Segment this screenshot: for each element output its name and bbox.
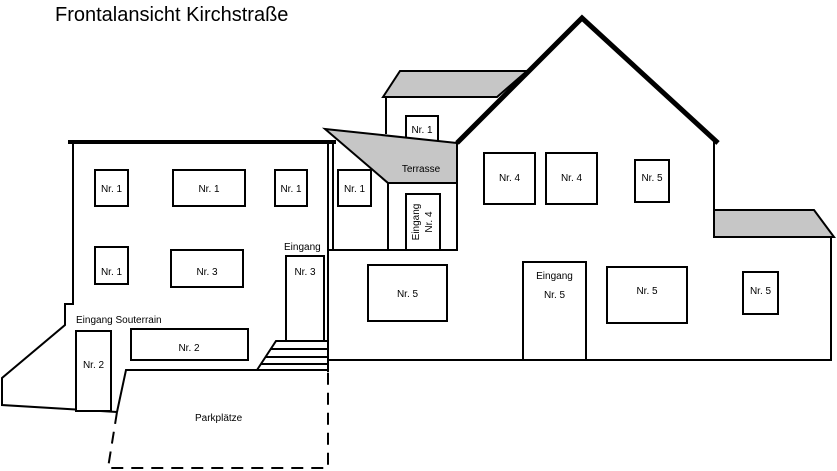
svg-text:Nr. 3: Nr. 3	[196, 267, 218, 278]
souterrain-entrance-label: Eingang Souterrain	[76, 315, 162, 326]
svg-text:Nr. 1: Nr. 1	[101, 267, 123, 278]
svg-text:Nr. 5: Nr. 5	[544, 290, 566, 301]
svg-text:Nr. 1: Nr. 1	[101, 184, 123, 195]
svg-text:Nr. 1: Nr. 1	[344, 184, 366, 195]
svg-text:Nr. 3: Nr. 3	[294, 267, 316, 278]
door-nr2: Nr. 2	[75, 330, 112, 412]
window-nr5-d: Nr. 5	[742, 271, 779, 315]
svg-text:Nr. 5: Nr. 5	[397, 289, 419, 300]
svg-text:Nr. 1: Nr. 1	[280, 184, 302, 195]
parking-edge	[116, 369, 328, 413]
svg-text:Eingang: Eingang	[536, 271, 573, 282]
window-nr4-a: Nr. 4	[483, 152, 536, 205]
window-nr5-b: Nr. 5	[367, 264, 448, 322]
parking-area: Parkplätze	[106, 369, 329, 469]
left-building-wall	[1, 142, 118, 413]
window-nr5-c: Nr. 5	[606, 266, 688, 324]
window-nr5-a: Nr. 5	[634, 159, 670, 203]
svg-text:Nr. 4: Nr. 4	[561, 173, 583, 184]
window-nr2: Nr. 2	[130, 328, 249, 361]
svg-text:Nr. 5: Nr. 5	[636, 286, 658, 297]
terrace-label: Terrasse	[402, 164, 441, 175]
door-nr4: Eingang Nr. 4	[405, 193, 441, 251]
door-nr5: Eingang Nr. 5	[522, 261, 587, 361]
annex-roof	[713, 209, 836, 238]
window-nr1-b: Nr. 1	[172, 169, 246, 207]
svg-text:Eingang: Eingang	[411, 204, 422, 241]
parking-label: Parkplätze	[195, 413, 243, 424]
svg-text:Nr. 5: Nr. 5	[750, 286, 772, 297]
main-roof	[455, 14, 720, 145]
svg-text:Nr. 4: Nr. 4	[424, 211, 435, 233]
svg-text:Nr. 5: Nr. 5	[641, 173, 663, 184]
window-nr4-b: Nr. 4	[545, 152, 598, 205]
window-nr3: Nr. 3	[170, 249, 244, 288]
svg-text:Nr. 2: Nr. 2	[178, 343, 200, 354]
middle-building: Nr. 1 Terrasse Eingang Nr. 4	[321, 70, 530, 251]
entrance-label-nr3: Eingang	[284, 242, 321, 253]
left-building	[1, 140, 336, 413]
svg-text:Nr. 1: Nr. 1	[411, 125, 433, 136]
main-building	[328, 14, 836, 361]
entrance-steps	[256, 340, 328, 371]
window-nr1-e: Nr. 1	[94, 246, 129, 285]
window-nr1-a: Nr. 1	[94, 169, 129, 207]
door-nr3: Nr. 3	[285, 255, 325, 342]
diagram-title: Frontalansicht Kirchstraße	[55, 4, 288, 26]
parking-dashed-outline	[106, 370, 329, 469]
svg-text:Nr. 2: Nr. 2	[83, 360, 105, 371]
window-nr1-d: Nr. 1	[337, 169, 372, 207]
window-nr1-c: Nr. 1	[274, 169, 308, 207]
svg-text:Nr. 1: Nr. 1	[198, 184, 220, 195]
svg-text:Nr. 4: Nr. 4	[499, 173, 521, 184]
